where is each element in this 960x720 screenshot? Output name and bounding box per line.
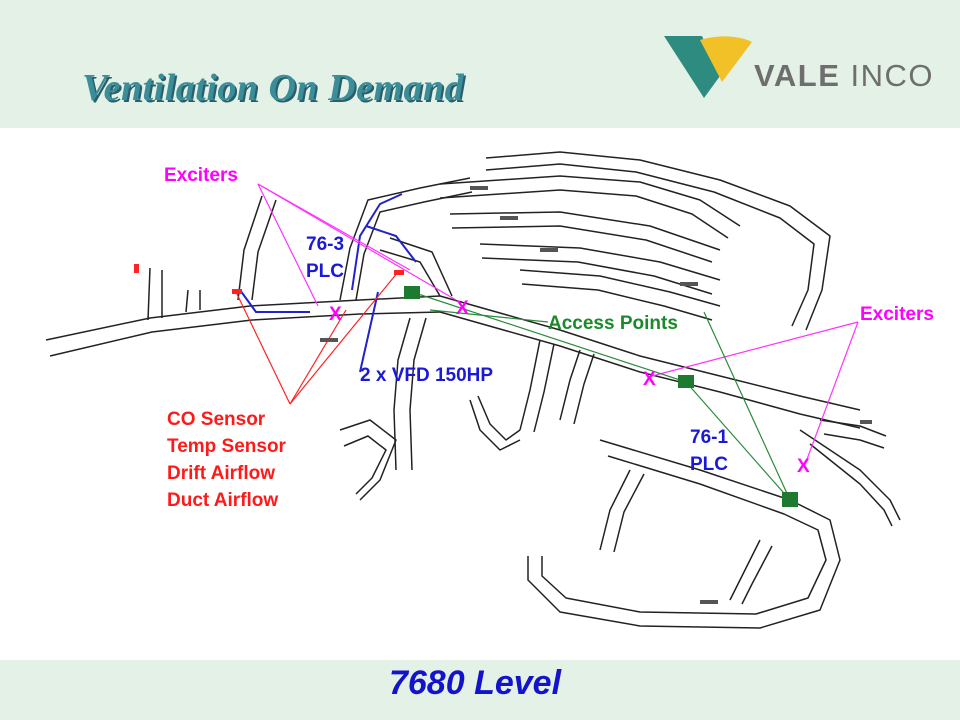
tiny-label-4 [680,282,698,286]
drift-lower-loop [527,439,841,629]
drift-hub-loop [379,237,453,297]
exciter-pointers [257,183,859,463]
footer-band [0,660,960,720]
drift-main-west [45,295,441,341]
drift-main-west-b [49,311,441,357]
exciter-line-right-2 [805,321,859,463]
duct-left [239,289,310,313]
sensor-marker-1 [232,289,242,294]
plc-right-label-line2: PLC [690,454,728,475]
duct-upper [351,193,403,291]
drift-stope-4 [519,269,721,321]
sensor-pointers [235,271,399,405]
drift-lower-spur [729,539,773,605]
page-title: Ventilation On Demand [82,67,465,109]
drift-stope-1 [439,175,741,239]
mine-level-diagram: Exciters Exciters 76-3 PLC 76-1 PLC Acce… [45,151,934,629]
access-point-3 [782,492,798,507]
plc-left-label-line2: PLC [306,261,344,282]
x-marker-4: X [797,456,810,477]
exciter-line-left-1 [257,183,319,307]
sensor-label-duct: Duct Airflow [167,490,278,511]
tiny-map-labels [320,186,872,604]
exciters-right-label: Exciters [860,304,934,325]
access-link-2 [685,381,791,501]
drift-east-end [799,429,901,527]
access-point-links [411,291,791,501]
plc-right-label-line1: 76-1 [690,427,728,448]
vale-inco-logo [664,36,752,98]
vfd-pointer [359,291,379,373]
drift-east-spur [819,419,887,449]
drift-stub-1 [147,267,163,321]
drift-branch-south-2 [519,339,555,433]
drift-branch-south-3 [559,349,595,425]
drift-lower-branch [599,469,645,553]
drift-stope-2 [449,211,721,263]
drift-main-east [439,295,861,411]
exciters-left-label: Exciters [164,165,238,186]
plc-left-label-line1: 76-3 [306,234,344,255]
sensor-label-temp: Temp Sensor [167,436,287,457]
tiny-label-3 [540,248,558,252]
exciter-line-right-1 [651,321,859,377]
drift-hub-upper [339,177,473,301]
exciter-line-left-3 [257,183,411,271]
x-marker-3: X [643,369,656,390]
mine-drifts [45,151,901,629]
tiny-label-7 [860,420,872,424]
logo-wordmark: VALE INCO [754,58,934,94]
drift-stub-2 [237,195,277,301]
drift-stope-3 [479,243,721,295]
sensor-line-1 [235,291,291,405]
level-label: 7680 Level [388,664,562,702]
drift-branch-south-1 [393,317,427,471]
header-band [0,0,960,128]
access-link-1 [411,291,687,383]
access-point-1 [404,286,420,299]
sensor-label-co: CO Sensor [167,409,266,430]
access-point-2 [678,375,694,388]
drift-southwest-loop [339,419,397,501]
logo-green-chevron [664,36,720,98]
logo-text-light: INCO [840,58,935,93]
sensor-line-3 [289,271,399,405]
drift-upper-ramp [485,151,831,331]
x-marker-1: X [329,304,342,325]
sensor-label-drift: Drift Airflow [167,463,275,484]
duct-fork [365,225,417,263]
tiny-label-2 [500,216,518,220]
tiny-label-6 [700,600,718,604]
access-link-4 [429,309,549,323]
x-marker-2: X [456,298,469,319]
tiny-label-1 [470,186,488,190]
tiny-label-5 [320,338,338,342]
logo-text-bold: VALE [754,58,841,93]
sensor-marker-2 [394,270,404,275]
sensor-marker-3 [134,264,139,273]
logo-yellow-swoosh [700,36,752,82]
drift-stub-3 [185,289,201,313]
vfd-label: 2 x VFD 150HP [360,365,493,386]
drift-south-mid [469,395,521,451]
duct-lines [239,193,417,373]
sensor-line-2 [289,309,347,405]
access-link-3 [703,311,791,501]
access-points-label: Access Points [548,313,678,334]
